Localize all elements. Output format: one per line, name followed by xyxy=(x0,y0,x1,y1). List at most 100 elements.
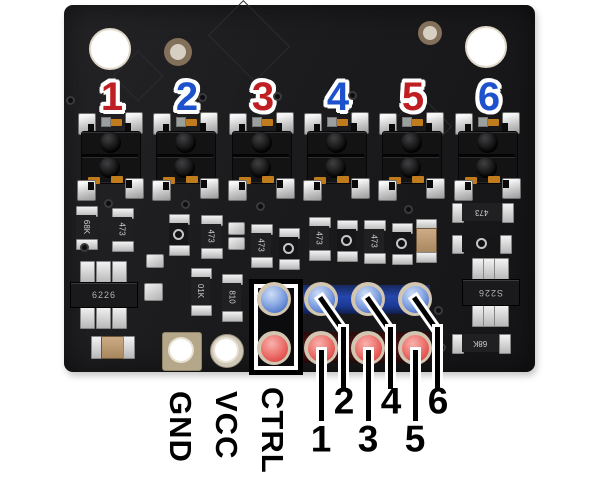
sensor-5-body-groove xyxy=(383,154,439,157)
sensor-6-pin-notch xyxy=(503,180,509,188)
sensor-3-pin-notch xyxy=(276,123,282,132)
sensor-number-6: 6 xyxy=(477,75,501,119)
sensor-2-pin-notch xyxy=(163,124,169,133)
sensor-2-pin-notch xyxy=(163,182,169,190)
sensor-3-pin-notch xyxy=(277,180,283,188)
sensor-3-detector-lens xyxy=(250,157,271,178)
smd-resistor: 473 xyxy=(364,229,384,253)
smd-end-cap xyxy=(309,250,331,261)
smd-end-cap xyxy=(499,334,511,354)
sensor-5-pin-notch xyxy=(389,182,395,190)
smd-ic-pad xyxy=(112,306,127,329)
smd-resistor: 473 xyxy=(462,203,502,221)
sensor-number-3: 3 xyxy=(251,75,275,119)
via xyxy=(181,200,190,209)
smd-end-cap xyxy=(502,203,514,223)
smd-resistor-marking: 68K xyxy=(81,219,91,235)
pin-label-6: 6 xyxy=(427,380,449,422)
sensor-6-detector-lens xyxy=(476,157,497,178)
sensor-4-detector-lens xyxy=(325,157,346,178)
smd-capacitor xyxy=(416,228,437,254)
sensor-5-pin-notch xyxy=(426,123,432,132)
smd-ic-marking: 6226 xyxy=(91,289,117,300)
sensor-number-5: 5 xyxy=(401,75,425,119)
sensor-6-window xyxy=(478,117,488,127)
smd-end-cap xyxy=(201,248,223,259)
sensor-4-pin-notch xyxy=(314,124,320,133)
smd-ic-pad xyxy=(80,306,95,329)
sensor-2-gold-pad xyxy=(186,176,198,183)
smd-end-cap xyxy=(191,305,212,316)
solder-pad xyxy=(228,237,245,250)
smd-ic-pad xyxy=(112,261,127,283)
sensor-2-emitter-lens xyxy=(175,132,196,153)
gnd-pad xyxy=(162,332,202,371)
smd-resistor-marking: 68K xyxy=(473,339,488,348)
smd-end-cap xyxy=(112,241,134,252)
sensor-4-pin-notch xyxy=(352,180,358,188)
smd-resistor-marking: 473 xyxy=(117,222,127,236)
sensor-5-pin-notch xyxy=(389,124,395,133)
leader-line-blue-2 xyxy=(341,327,346,389)
sensor-1-gold-pad xyxy=(111,176,123,183)
sensor-4-emitter-lens xyxy=(326,132,347,153)
smd-resistor-marking: 473 xyxy=(256,238,266,252)
sensor-number-2: 2 xyxy=(175,75,199,119)
smd-resistor: 473 xyxy=(309,226,329,250)
sensor-6-pin-notch xyxy=(465,182,471,190)
sensor-6-gold-pad xyxy=(487,119,499,126)
sensor-5-gold-pad xyxy=(411,119,423,126)
mounting-hole-right xyxy=(465,26,507,68)
sensor-4-window xyxy=(327,117,337,127)
smd-end-cap xyxy=(392,254,413,265)
via xyxy=(256,202,265,211)
sensor-6-pin-notch xyxy=(465,124,471,133)
smd-resistor: 68K xyxy=(462,334,499,352)
sensor-2-detector-lens xyxy=(174,157,195,178)
solder-pad xyxy=(146,254,164,268)
smd-led xyxy=(392,232,411,254)
smd-resistor-marking: 01K xyxy=(196,283,206,299)
leader-line-red-1 xyxy=(318,350,324,421)
smd-capacitor xyxy=(101,336,125,359)
sensor-3-gold-pad xyxy=(262,176,274,183)
smd-resistor-marking: 473 xyxy=(475,208,489,217)
smd-end-cap xyxy=(337,251,358,262)
sensor-4-pin-notch xyxy=(314,182,320,190)
leader-line-blue-4 xyxy=(388,327,393,389)
smd-resistor-marking: 810 xyxy=(227,290,237,304)
smd-led xyxy=(337,229,356,251)
sensor-1-pin-notch xyxy=(126,180,132,188)
sensor-1-pin-notch xyxy=(88,124,94,133)
gnd-pad-hole xyxy=(170,339,192,361)
smd-resistor: 68K xyxy=(76,215,96,239)
pin-label-5: 5 xyxy=(404,418,426,460)
sensor-number-4: 4 xyxy=(326,75,350,119)
sensor-5-detector-lens xyxy=(400,157,421,178)
smd-led-lens xyxy=(396,237,407,249)
sensor-3-window xyxy=(252,117,262,127)
sensor-number-1: 1 xyxy=(100,75,124,119)
vcc-pad-hole xyxy=(215,339,237,361)
smd-resistor-marking: 473 xyxy=(206,229,216,243)
smd-led-lens xyxy=(283,242,294,254)
via xyxy=(80,243,89,252)
smd-led-lens xyxy=(173,228,184,240)
sensor-1-detector-lens xyxy=(99,157,120,178)
smd-led-lens xyxy=(475,238,487,249)
smd-ic-pad xyxy=(96,261,111,283)
sensor-4-body-groove xyxy=(308,154,364,157)
via xyxy=(404,205,413,214)
smd-ic-pad xyxy=(80,261,95,283)
smd-resistor-marking: 473 xyxy=(314,231,324,245)
via xyxy=(434,306,443,315)
smd-resistor: 473 xyxy=(201,224,221,248)
smd-resistor: 01K xyxy=(191,277,210,305)
sensor-5-gold-pad xyxy=(412,176,424,183)
sensor-5-pin-notch xyxy=(427,180,433,188)
smd-led xyxy=(279,237,298,259)
smd-ic: S226 xyxy=(462,279,520,306)
mounting-hole-left xyxy=(89,28,131,70)
smd-led xyxy=(169,223,188,245)
